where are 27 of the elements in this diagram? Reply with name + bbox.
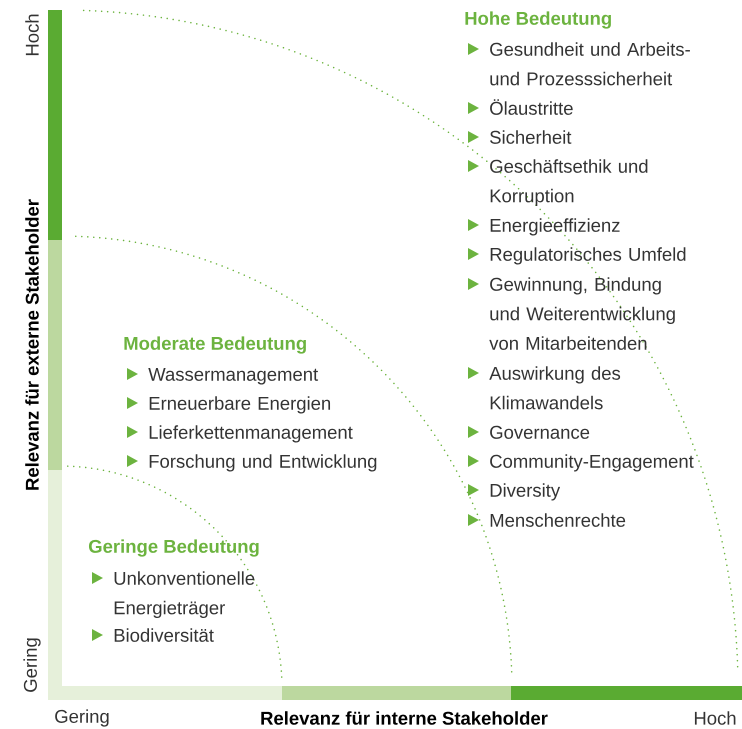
category-heading: Moderate Bedeutung (124, 336, 306, 354)
list-item: Regulatorisches Umfeld (468, 247, 686, 265)
axis-title: Relevanz für interne Stakeholder (261, 711, 548, 725)
list-item: Governance (468, 426, 590, 439)
axis-label: Gering (23, 638, 41, 692)
list-item: Biodiversität (92, 628, 214, 642)
list-item: Gesundheit und Arbeits- und Prozesssicherheit (468, 42, 690, 86)
list-item: Geschäftsethik und Korruption (468, 159, 648, 206)
axis-label: Hoch (25, 14, 39, 56)
category-heading: Geringe Bedeutung (88, 539, 259, 557)
category-heading: Hohe Bedeutung (465, 11, 611, 29)
axis-label: Gering (55, 709, 109, 727)
list-item: Wassermanagement (127, 368, 318, 385)
list-item: Gewinnung, Bindung und Weiterentwicklung von Mitarbeitenden (468, 277, 675, 350)
list-item: Unkonventionelle Energieträger (92, 571, 254, 618)
list-item: Energieeffizienz (468, 218, 620, 236)
list-item: Ölaustritte (468, 99, 573, 115)
list-item: Sicherheit (468, 130, 572, 144)
list-item: Auswirkung des Klimawandels (468, 366, 620, 410)
axis-label: Hoch (694, 711, 736, 725)
axis-title: Relevanz für externe Stakeholder (25, 199, 39, 490)
list-item: Forschung und Entwicklung (127, 454, 376, 472)
list-item: Community-Engagement (468, 454, 694, 472)
list-item: Erneuerbare Energien (127, 396, 330, 414)
list-item: Diversity (468, 483, 560, 501)
list-item: Lieferkettenmanagement (127, 425, 353, 443)
list-item: Menschenrechte (468, 513, 626, 527)
